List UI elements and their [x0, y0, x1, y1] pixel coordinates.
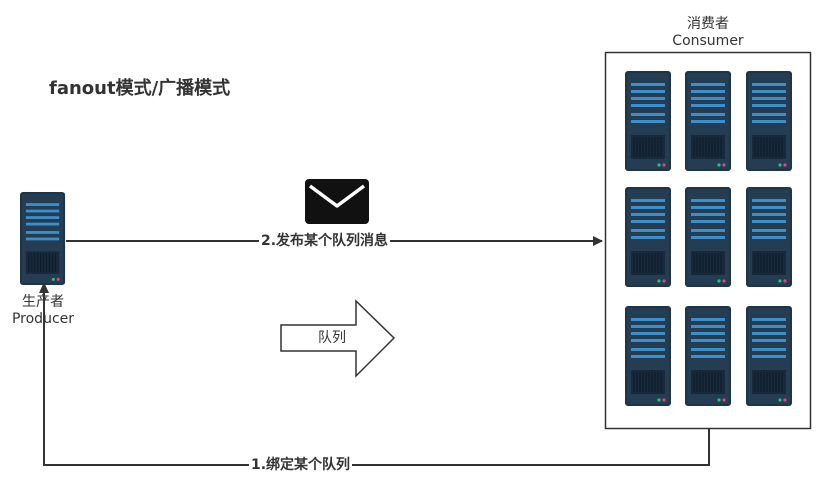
- consumer-label-en: Consumer: [672, 33, 744, 49]
- consumer-server-icon: [624, 305, 672, 407]
- page-title: fanout模式/广播模式: [49, 78, 231, 99]
- consumer-server-icon: [624, 70, 672, 172]
- envelope-icon: [305, 179, 369, 224]
- consumer-server-icon: [684, 70, 732, 172]
- consumer-label: 消费者 Consumer: [658, 16, 758, 50]
- consumer-label-cn: 消费者: [687, 16, 729, 32]
- publish-edge-label: 2.发布某个队列消息: [259, 232, 391, 250]
- producer-label-cn: 生产者: [22, 294, 64, 310]
- bind-edge-label: 1.绑定某个队列: [249, 456, 353, 474]
- consumer-server-icon: [624, 186, 672, 288]
- producer-label: 生产者 Producer: [0, 294, 93, 328]
- consumer-server-icon: [684, 186, 732, 288]
- producer-server-icon: [19, 191, 66, 286]
- consumer-server-icon: [684, 305, 732, 407]
- queue-label: 队列: [318, 330, 346, 346]
- producer-label-en: Producer: [11, 311, 75, 327]
- bind-edge-arrowhead: [39, 282, 49, 293]
- queue-arrow-icon: [280, 299, 396, 378]
- consumer-server-icon: [745, 186, 793, 288]
- consumer-server-icon: [745, 305, 793, 407]
- bind-edge: [43, 292, 710, 466]
- consumer-server-icon: [745, 70, 793, 172]
